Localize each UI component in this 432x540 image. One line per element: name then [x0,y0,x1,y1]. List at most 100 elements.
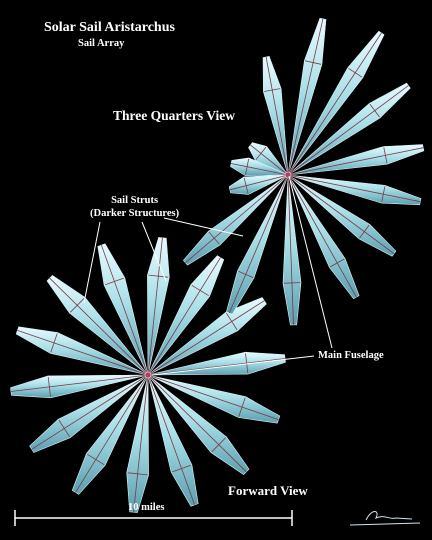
sail-strut [10,374,149,392]
sail-cross-strut [245,353,249,374]
struts-leader-line-1 [83,221,101,304]
struts-leader-line-2 [141,221,167,282]
sail-cross-strut [255,146,267,161]
sail-cross-strut [238,270,254,278]
sail-cross-strut [50,333,58,353]
sail-strut [133,374,149,513]
sail-strut [31,374,149,450]
three-quarters-sail-blade [228,174,289,195]
forward-sail-blade [147,297,267,376]
sail-cross-strut [47,376,51,397]
sail-strut [17,330,149,376]
sail-cross-strut [381,186,386,203]
three-quarters-sail-blade [287,144,425,176]
three-quarters-sail-blade [230,157,289,176]
forward-sail-blade [97,243,149,376]
three-quarters-sail-blade [287,30,385,176]
three-quarters-sail-blade [287,174,422,206]
sail-cross-strut [305,60,322,65]
sail-strut [101,244,149,376]
forward-sail-blade [46,275,149,376]
forward-sail-blade [71,374,149,495]
sail-strut [147,358,286,376]
sail-strut [287,174,294,325]
forward-sail-blade [147,351,286,376]
three-quarters-view-sail-array [183,17,425,326]
sail-cross-strut [383,147,388,164]
scale-bar-label: 10 miles [128,502,165,513]
struts-leader-line-3 [163,217,244,237]
sail-cross-strut [211,437,226,453]
sail-strut [287,147,424,176]
sail-strut [228,174,289,314]
diagram-title: Solar Sail Aristarchus [44,20,175,35]
sail-strut [147,257,221,376]
fuselage-leader-line-2 [288,175,333,349]
three-quarters-main-fuselage [284,171,292,179]
sail-strut [185,174,289,264]
sail-strut [147,374,195,506]
sail-struts-label: Sail Struts (Darker Structures) [90,194,179,220]
forward-sail-blade [10,374,149,399]
scale-bar [14,510,293,526]
sail-cross-strut [191,284,209,297]
sail-strut [49,277,149,376]
three-quarters-sail-blade [287,174,360,300]
main-fuselage-label: Main Fuselage [318,350,384,361]
sail-cross-strut [172,464,191,473]
three-quarters-sail-blade [262,56,289,176]
forward-main-fuselage [144,371,152,379]
sail-cross-strut [330,258,345,268]
sail-cross-strut [58,419,70,438]
sail-cross-strut [243,177,249,194]
sail-strut [287,174,395,255]
three-quarters-sail-blade [226,174,289,315]
sail-strut [147,374,247,473]
sail-cross-strut [238,397,246,417]
sail-cross-strut [148,274,169,278]
sail-strut [265,56,289,176]
sail-strut [147,300,265,376]
forward-sail-blade [147,374,281,424]
forward-sail-blade [15,326,149,376]
three-quarters-sail-blade [282,174,302,326]
sail-cross-strut [369,103,380,118]
sail-strut [287,174,421,203]
sail-strut [287,32,382,176]
sail-cross-strut [245,158,250,175]
sail-struts-label-line1: Sail Struts [111,195,159,206]
forward-sail-blade [29,374,149,453]
three-quarters-sail-blade [248,142,289,176]
sail-cross-strut [359,224,370,239]
three-quarters-sail-blade [287,82,411,176]
sail-cross-strut [87,453,105,466]
sail-strut [75,374,149,493]
sail-strut [287,85,409,176]
three-quarters-view-label: Three Quarters View [113,108,235,123]
artist-signature [349,511,421,526]
sail-strut [250,144,289,176]
forward-sail-blade [147,255,225,376]
forward-sail-blade [147,374,199,507]
sail-cross-strut [226,312,238,331]
diagram-subtitle: Sail Array [78,38,125,49]
sail-cross-strut [208,231,220,245]
forward-sail-blade [126,374,149,513]
sail-cross-strut [105,277,124,286]
sail-cross-strut [283,282,301,284]
forward-sail-blade [147,237,170,376]
sail-cross-strut [127,472,148,476]
sail-cross-strut [264,88,281,92]
three-quarters-sail-blade [287,17,327,176]
three-quarters-sail-blade [287,174,397,257]
sail-strut [287,18,324,176]
forward-sail-blade [147,374,250,475]
leader-lines [83,175,333,376]
sail-struts-label-line2: (Darker Structures) [90,208,180,219]
sail-cross-strut [348,67,363,78]
sail-strut [229,174,289,191]
sail-strut [147,237,163,376]
sail-strut [231,163,289,176]
sail-cross-strut [70,297,85,313]
